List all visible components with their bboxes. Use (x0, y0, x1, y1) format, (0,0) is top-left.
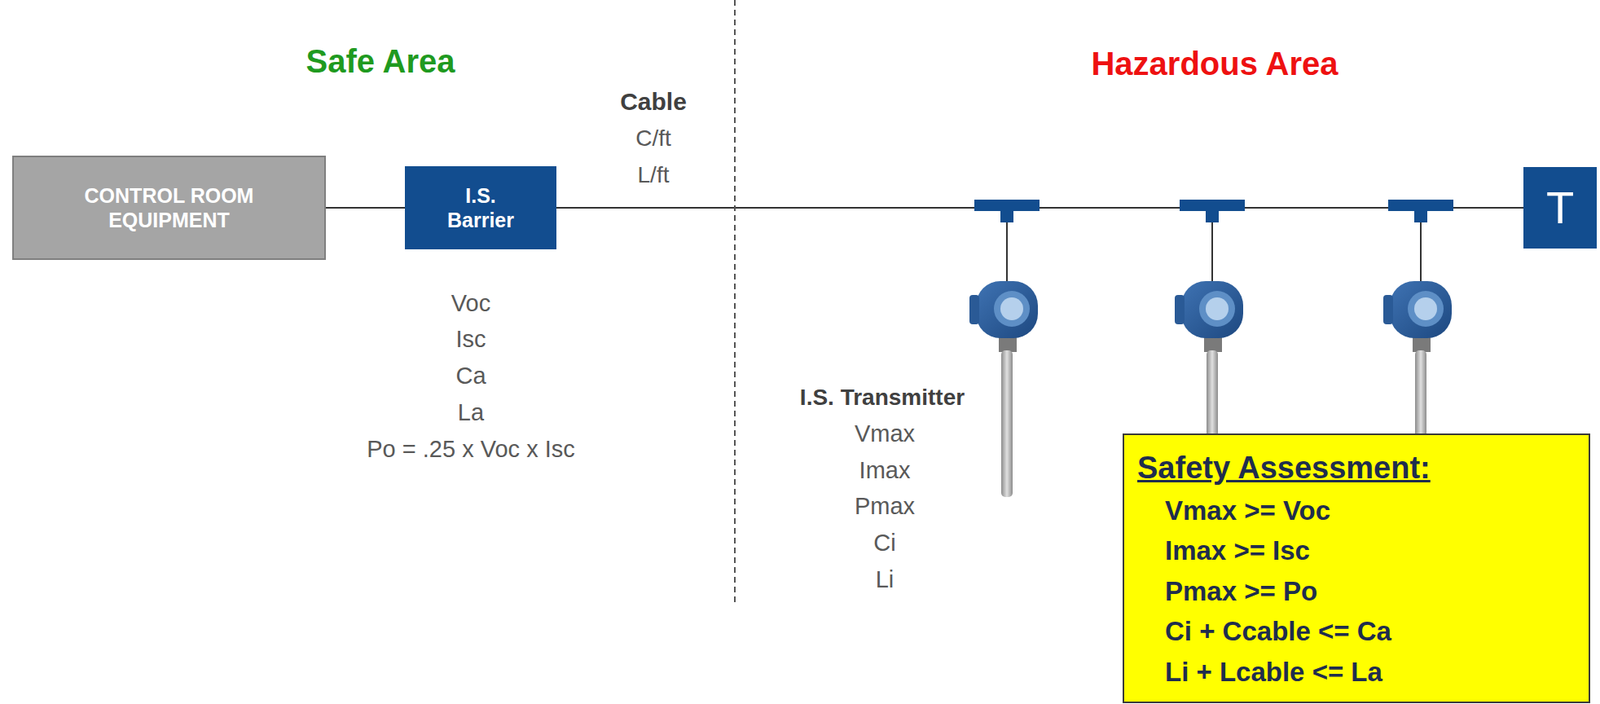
transmitter-title: I.S. Transmitter (800, 383, 965, 412)
barrier-parameter: Isc (455, 325, 486, 354)
transmitter-parameter: Ci (873, 528, 896, 558)
area-title: Hazardous Area (1090, 43, 1338, 84)
power-formula: Po = .25 x Voc x Isc (366, 435, 576, 464)
rule-line: Pmax >= Po (1137, 571, 1576, 612)
terminator-box: T (1523, 167, 1597, 249)
rule-line: Li + Lcable <= La (1137, 651, 1576, 693)
box-heading: Safety Assessment: (1137, 449, 1576, 488)
rule-line: Vmax >= Voc (1137, 490, 1576, 532)
box-label: T (1546, 180, 1574, 235)
transmitter-parameter: Pmax (854, 492, 915, 521)
transmitter-parameter: Vmax (854, 419, 915, 449)
signal-wire (325, 206, 405, 209)
rule-line: Imax >= Isc (1137, 530, 1576, 572)
assessment-box: Safety Assessment:Vmax >= VocImax >= Isc… (1122, 433, 1591, 704)
equipment-box: CONTROL ROOM EQUIPMENT (12, 155, 326, 260)
rule-line: Ci + Ccable <= Ca (1137, 610, 1576, 652)
box-label: I.S. Barrier (435, 183, 526, 233)
transmitter-parameter: Li (875, 565, 895, 594)
cable-parameter: C/ft (635, 124, 672, 153)
transmitter-1 (969, 199, 1040, 497)
cable-title: Cable (619, 87, 687, 117)
cable-parameter: L/ft (637, 161, 670, 190)
transmitter-parameter: Imax (859, 456, 911, 485)
barrier-parameter: Ca (455, 361, 486, 391)
barrier-parameter: Voc (451, 289, 491, 318)
barrier-parameter: La (457, 398, 484, 427)
signal-wire (556, 206, 1524, 209)
area-boundary (734, 0, 736, 603)
box-label: CONTROL ROOM EQUIPMENT (75, 183, 264, 233)
area-title: Safe Area (305, 41, 455, 81)
barrier-box: I.S. Barrier (404, 166, 557, 250)
